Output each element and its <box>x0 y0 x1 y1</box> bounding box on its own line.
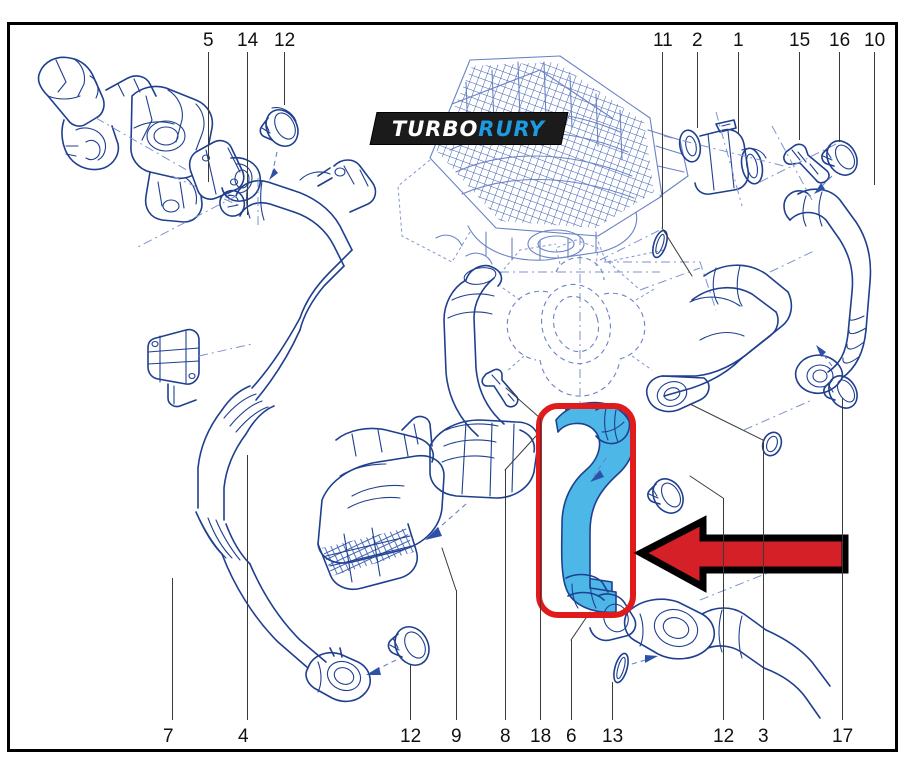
callout-label-12: 12 <box>400 726 422 747</box>
callout-leader-5 <box>208 52 209 182</box>
callout-label-3: 3 <box>758 726 769 747</box>
callout-leader-12 <box>284 52 285 105</box>
callout-label-17: 17 <box>832 726 854 747</box>
callout-leader-14 <box>247 52 248 215</box>
callout-label-7: 7 <box>163 726 174 747</box>
callout-leader-10 <box>874 52 875 185</box>
callout-label-16: 16 <box>829 30 851 51</box>
callout-leader-17 <box>842 398 843 720</box>
callout-leader-12 <box>410 665 411 720</box>
callout-label-9: 9 <box>451 726 462 747</box>
callout-label-1: 1 <box>733 30 744 51</box>
callout-leader-15 <box>799 52 800 140</box>
callout-label-4: 4 <box>238 726 249 747</box>
callout-leader-4 <box>247 455 248 720</box>
callout-leader-12 <box>723 498 724 720</box>
callout-label-8: 8 <box>500 726 511 747</box>
callout-label-2: 2 <box>692 30 703 51</box>
logo-text-rury: RURY <box>478 116 546 141</box>
callout-leader-8 <box>505 470 506 720</box>
logo-text-turbo: TURBO <box>392 116 479 141</box>
callout-leader-7 <box>172 578 173 720</box>
callout-label-14: 14 <box>237 30 259 51</box>
callout-label-11: 11 <box>653 30 673 51</box>
callout-label-6: 6 <box>566 726 577 747</box>
callout-label-10: 10 <box>864 30 886 51</box>
callout-label-18: 18 <box>530 726 552 747</box>
callout-leader-11 <box>662 52 663 228</box>
callout-leader-9 <box>456 590 457 720</box>
callout-leader-13 <box>612 682 613 720</box>
callout-leader-1 <box>738 52 739 133</box>
callout-leader-2 <box>697 52 698 128</box>
callout-label-13: 13 <box>602 726 624 747</box>
callout-leader-6 <box>571 640 572 720</box>
callout-leader-16 <box>839 52 840 142</box>
red-highlight-box <box>536 403 636 618</box>
turborury-watermark: TURBORURY <box>370 113 568 144</box>
callout-leader-3 <box>763 440 764 720</box>
callout-label-12: 12 <box>713 726 735 747</box>
callout-label-12: 12 <box>274 30 296 51</box>
callout-label-15: 15 <box>789 30 811 51</box>
callout-leader-18 <box>540 418 541 720</box>
callout-label-5: 5 <box>203 30 214 51</box>
